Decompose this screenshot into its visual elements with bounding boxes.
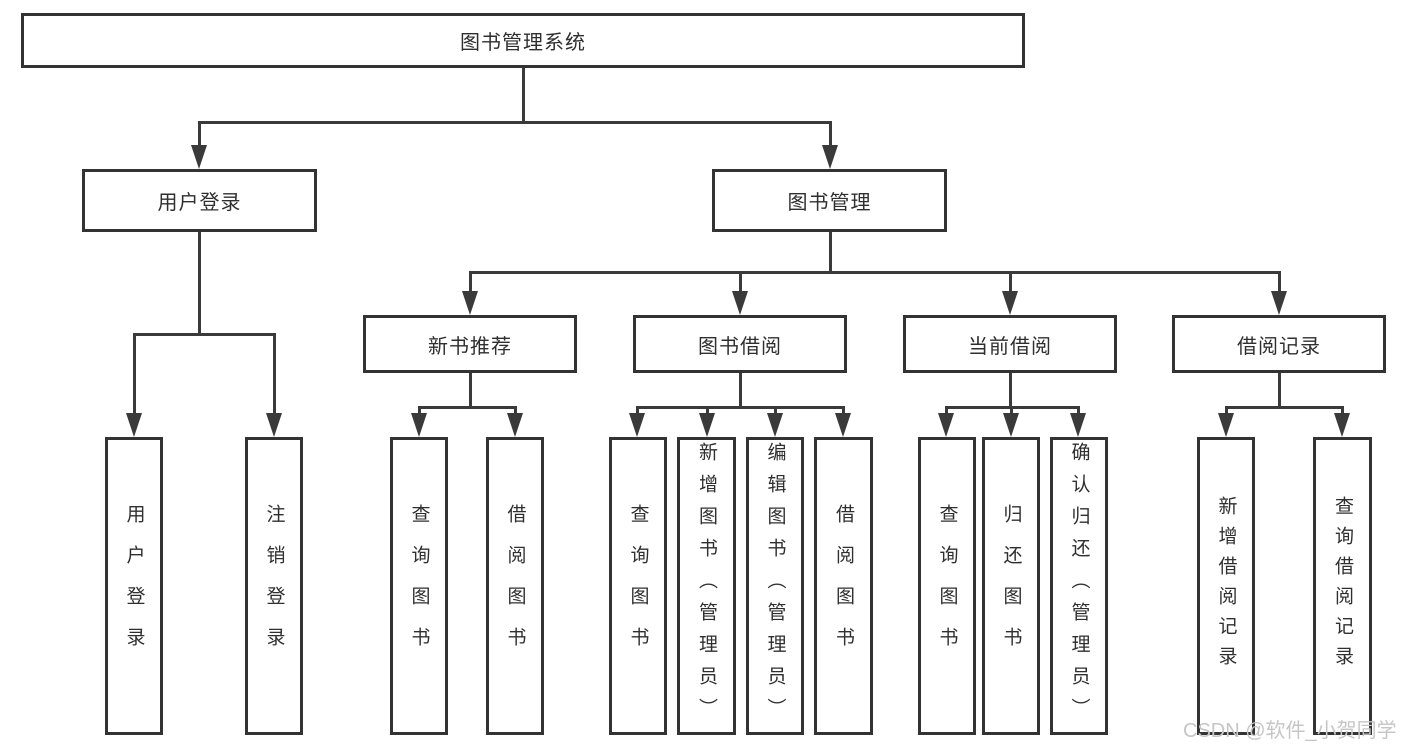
- node-label: 图书借阅: [698, 335, 782, 358]
- connector-line: [829, 121, 832, 147]
- connector-line: [418, 406, 421, 417]
- leaf-return-books: 归还图书: [982, 437, 1040, 735]
- arrow-down-icon: [1003, 413, 1019, 437]
- arrow-down-icon: [1271, 291, 1287, 315]
- leaf-query-books-borrowing: 查询图书: [609, 437, 667, 735]
- node-library-management-system: 图书管理系统: [21, 13, 1025, 68]
- node-current-borrowing: 当前借阅: [903, 315, 1117, 373]
- connector-line: [1225, 406, 1344, 409]
- arrow-down-icon: [1002, 291, 1018, 315]
- leaf-borrow-books-borrowing: 借阅图书: [814, 437, 873, 735]
- csdn-watermark: CSDN @软件_小贺同学: [1183, 720, 1397, 742]
- arrow-down-icon: [1334, 413, 1350, 437]
- connector-line: [1009, 271, 1012, 293]
- connector-line: [418, 406, 517, 409]
- node-user-login: 用户登录: [82, 169, 317, 232]
- connector-line: [1077, 406, 1080, 417]
- connector-line: [739, 271, 742, 293]
- arrow-down-icon: [411, 413, 427, 437]
- connector-line: [469, 373, 472, 409]
- connector-line: [945, 406, 948, 417]
- connector-line: [198, 121, 201, 147]
- leaf-label: 新增图书（管理员）: [696, 442, 717, 730]
- arrow-down-icon: [266, 413, 282, 437]
- leaf-label: 编辑图书（管理员）: [764, 442, 786, 730]
- leaf-label: 查询图书: [936, 504, 958, 668]
- leaf-label: 用户登录: [123, 504, 145, 668]
- leaf-label: 查询图书: [627, 504, 649, 668]
- connector-line: [706, 406, 709, 417]
- arrow-down-icon: [191, 145, 207, 169]
- node-book-management: 图书管理: [712, 169, 947, 232]
- arrow-down-icon: [938, 413, 954, 437]
- node-label: 当前借阅: [968, 335, 1052, 358]
- node-label: 图书管理系统: [460, 32, 586, 54]
- connector-line: [198, 232, 201, 336]
- leaf-label: 归还图书: [1000, 504, 1022, 668]
- connector-line: [1225, 406, 1228, 417]
- leaf-query-books-current: 查询图书: [918, 437, 976, 735]
- connector-line: [636, 406, 845, 409]
- arrow-down-icon: [507, 413, 523, 437]
- arrow-down-icon: [462, 291, 478, 315]
- connector-line: [469, 271, 1281, 274]
- connector-line: [636, 406, 639, 417]
- connector-line: [774, 406, 777, 417]
- arrow-down-icon: [699, 413, 715, 437]
- node-label: 图书管理: [787, 192, 872, 214]
- connector-line: [133, 333, 136, 417]
- leaf-label: 借阅图书: [833, 504, 854, 668]
- arrow-down-icon: [629, 413, 645, 437]
- leaf-logout: 注销登录: [245, 437, 303, 735]
- leaf-label: 确认归还（管理员）: [1068, 442, 1090, 730]
- leaf-label: 借阅图书: [504, 504, 526, 668]
- arrow-down-icon: [732, 291, 748, 315]
- arrow-down-icon: [1070, 413, 1086, 437]
- node-new-book-recommendation: 新书推荐: [363, 315, 577, 373]
- leaf-label: 查询借阅记录: [1332, 496, 1353, 676]
- leaf-user-login: 用户登录: [105, 437, 163, 735]
- connector-line: [1278, 373, 1281, 409]
- leaf-confirm-return-admin: 确认归还（管理员）: [1050, 437, 1108, 735]
- connector-line: [1009, 373, 1012, 409]
- leaf-query-books-recommend: 查询图书: [390, 437, 448, 735]
- connector-line: [514, 406, 517, 417]
- arrow-down-icon: [822, 145, 838, 169]
- leaf-add-books-admin: 新增图书（管理员）: [677, 437, 736, 735]
- arrow-down-icon: [835, 413, 851, 437]
- connector-line: [198, 121, 832, 124]
- arrow-down-icon: [767, 413, 783, 437]
- connector-line: [469, 271, 472, 293]
- connector-line: [273, 333, 276, 417]
- node-label: 借阅记录: [1237, 335, 1321, 358]
- connector-line: [739, 373, 742, 409]
- node-book-borrowing: 图书借阅: [633, 315, 847, 373]
- leaf-query-borrow-record: 查询借阅记录: [1313, 437, 1372, 735]
- node-label: 新书推荐: [428, 335, 512, 358]
- leaf-borrow-books-recommend: 借阅图书: [486, 437, 544, 735]
- node-borrowing-records: 借阅记录: [1172, 315, 1386, 373]
- leaf-label: 新增借阅记录: [1215, 496, 1237, 676]
- leaf-edit-books-admin: 编辑图书（管理员）: [746, 437, 804, 735]
- node-label: 用户登录: [157, 192, 242, 214]
- connector-line: [522, 67, 525, 124]
- arrow-down-icon: [126, 413, 142, 437]
- connector-line: [842, 406, 845, 417]
- leaf-label: 查询图书: [408, 504, 430, 668]
- connector-line: [1010, 406, 1013, 417]
- leaf-add-borrow-record: 新增借阅记录: [1197, 437, 1255, 735]
- connector-line: [1341, 406, 1344, 417]
- connector-line: [1278, 271, 1281, 293]
- arrow-down-icon: [1218, 413, 1234, 437]
- connector-line: [133, 333, 276, 336]
- leaf-label: 注销登录: [263, 504, 285, 668]
- connector-line: [829, 232, 832, 274]
